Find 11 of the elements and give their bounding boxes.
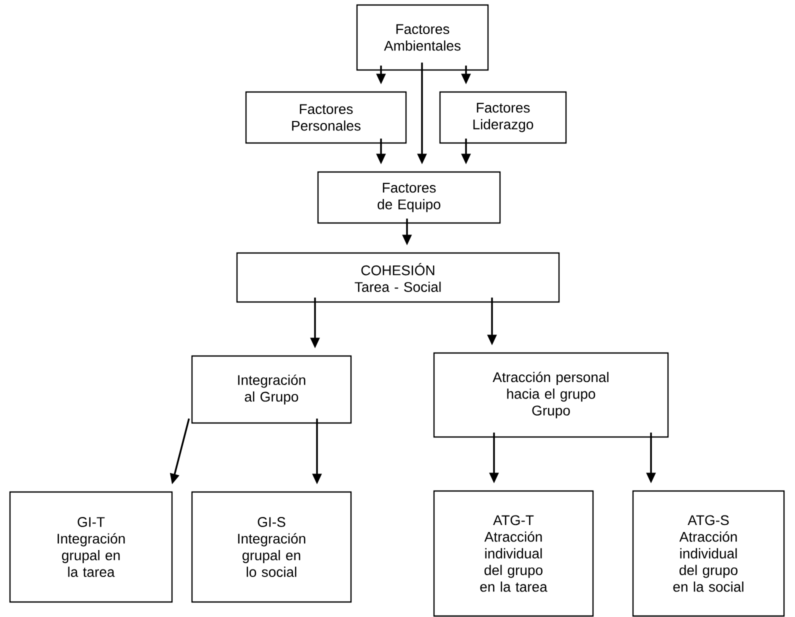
text-box: Factores de Equipo — [317, 171, 501, 224]
text-box: Atracción personal hacia el grupo Grupo — [433, 352, 669, 438]
text-box: ATG-T Atracción individual del grupo en la tarea — [433, 490, 594, 617]
text-box: COHESIÓN Tarea - Social — [236, 252, 560, 303]
text-box: Factores Ambientales — [356, 4, 489, 71]
text-box: GI-T Integración grupal en la tarea — [9, 491, 173, 603]
text-box: Factores Personales — [245, 91, 407, 144]
text-box: GI-S Integración grupal en lo social — [191, 491, 352, 603]
text-box: Factores Liderazgo — [439, 91, 567, 144]
text-box: Integración al Grupo — [191, 355, 352, 424]
text-box: ATG-S Atracción individual del grupo en la social — [632, 490, 785, 617]
